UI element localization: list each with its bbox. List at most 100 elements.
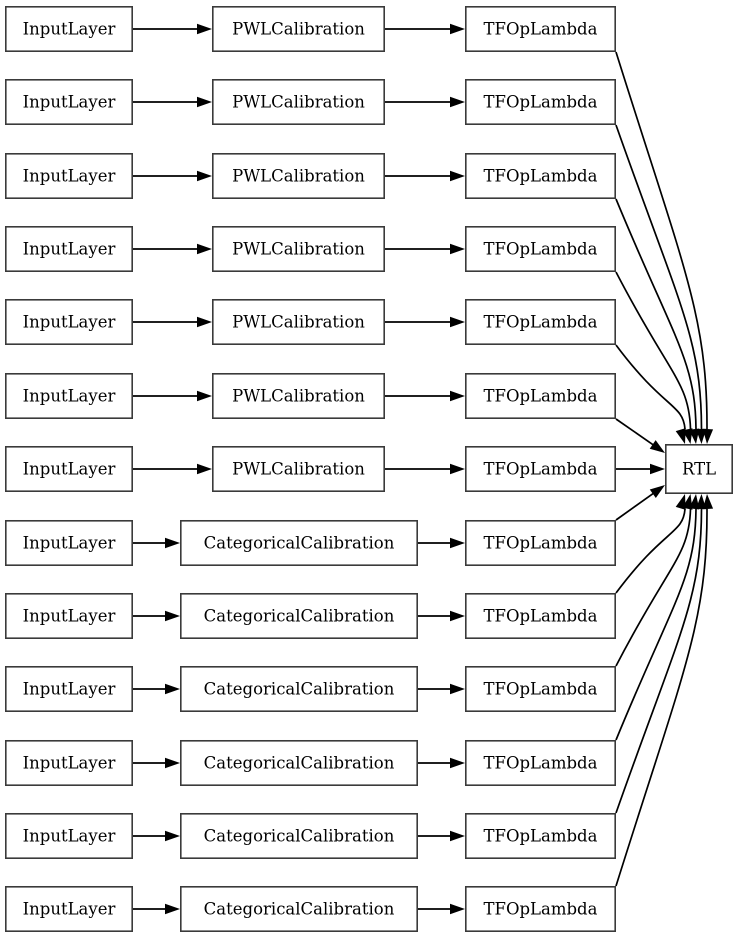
node-input-layer-10[interactable]: InputLayer bbox=[5, 739, 134, 786]
node-input-layer-12[interactable]: InputLayer bbox=[5, 885, 134, 932]
node-calibration-7[interactable]: CategoricalCalibration bbox=[180, 519, 418, 566]
node-tf-op-lambda-1-label: TFOpLambda bbox=[484, 93, 598, 112]
node-tf-op-lambda-7[interactable]: TFOpLambda bbox=[464, 519, 616, 566]
node-tf-op-lambda-11[interactable]: TFOpLambda bbox=[464, 812, 616, 859]
node-tf-op-lambda-2[interactable]: TFOpLambda bbox=[464, 153, 616, 200]
node-input-layer-5[interactable]: InputLayer bbox=[5, 372, 134, 419]
node-tf-op-lambda-1-box[interactable] bbox=[464, 79, 616, 126]
node-tf-op-lambda-10[interactable]: TFOpLambda bbox=[464, 739, 616, 786]
node-tf-op-lambda-2-box[interactable] bbox=[464, 153, 616, 200]
node-input-layer-6-box[interactable] bbox=[5, 445, 134, 492]
node-input-layer-0[interactable]: InputLayer bbox=[5, 6, 134, 53]
node-calibration-3-box[interactable] bbox=[212, 226, 385, 273]
node-calibration-2-box[interactable] bbox=[212, 153, 385, 200]
node-calibration-11[interactable]: CategoricalCalibration bbox=[180, 812, 418, 859]
node-calibration-7-box[interactable] bbox=[180, 519, 418, 566]
node-calibration-0[interactable]: PWLCalibration bbox=[212, 6, 385, 53]
node-input-layer-6[interactable]: InputLayer bbox=[5, 445, 134, 492]
arrowhead-lambda-to-rtl bbox=[689, 494, 700, 510]
node-calibration-7-label: CategoricalCalibration bbox=[204, 534, 395, 553]
node-input-layer-3[interactable]: InputLayer bbox=[5, 226, 134, 273]
node-input-layer-4[interactable]: InputLayer bbox=[5, 298, 134, 345]
node-tf-op-lambda-3[interactable]: TFOpLambda bbox=[464, 226, 616, 273]
arrowhead-calibration-to-lambda bbox=[450, 170, 465, 182]
edge-lambda-to-rtl bbox=[615, 492, 655, 521]
node-tf-op-lambda-1[interactable]: TFOpLambda bbox=[464, 79, 616, 126]
node-tf-op-lambda-9[interactable]: TFOpLambda bbox=[464, 665, 616, 712]
node-input-layer-10-box[interactable] bbox=[5, 739, 134, 786]
node-tf-op-lambda-7-box[interactable] bbox=[464, 519, 616, 566]
node-tf-op-lambda-6-box[interactable] bbox=[464, 445, 616, 492]
node-tf-op-lambda-12-label: TFOpLambda bbox=[484, 900, 598, 919]
node-tf-op-lambda-0[interactable]: TFOpLambda bbox=[464, 6, 616, 53]
node-tf-op-lambda-5-box[interactable] bbox=[464, 372, 616, 419]
node-tf-op-lambda-0-box[interactable] bbox=[464, 6, 616, 53]
node-tf-op-lambda-11-box[interactable] bbox=[464, 812, 616, 859]
arrowhead-lambda-to-rtl bbox=[702, 428, 714, 444]
node-calibration-5-box[interactable] bbox=[212, 372, 385, 419]
node-calibration-9-box[interactable] bbox=[180, 665, 418, 712]
node-calibration-8-box[interactable] bbox=[180, 592, 418, 639]
node-input-layer-2-box[interactable] bbox=[5, 153, 134, 200]
node-input-layer-2[interactable]: InputLayer bbox=[5, 153, 134, 200]
node-tf-op-lambda-12[interactable]: TFOpLambda bbox=[464, 885, 616, 932]
arrowhead-lambda-to-rtl bbox=[695, 494, 707, 510]
node-calibration-5[interactable]: PWLCalibration bbox=[212, 372, 385, 419]
node-input-layer-5-box[interactable] bbox=[5, 372, 134, 419]
node-calibration-10[interactable]: CategoricalCalibration bbox=[180, 739, 418, 786]
node-tf-op-lambda-6[interactable]: TFOpLambda bbox=[464, 445, 616, 492]
node-input-layer-4-box[interactable] bbox=[5, 298, 134, 345]
node-tf-op-lambda-4[interactable]: TFOpLambda bbox=[464, 298, 616, 345]
node-calibration-10-box[interactable] bbox=[180, 739, 418, 786]
node-input-layer-1[interactable]: InputLayer bbox=[5, 79, 134, 126]
node-input-layer-3-box[interactable] bbox=[5, 226, 134, 273]
node-tf-op-lambda-8[interactable]: TFOpLambda bbox=[464, 592, 616, 639]
node-tf-op-lambda-8-box[interactable] bbox=[464, 592, 616, 639]
arrowhead-calibration-to-lambda bbox=[450, 537, 465, 549]
edge-lambda-to-rtl bbox=[615, 51, 708, 430]
arrowhead-lambda-to-rtl bbox=[649, 440, 665, 453]
node-tf-op-lambda-9-box[interactable] bbox=[464, 665, 616, 712]
arrowhead-calibration-to-lambda bbox=[450, 757, 465, 769]
node-input-layer-7-box[interactable] bbox=[5, 519, 134, 566]
arrowhead-lambda-to-rtl bbox=[650, 463, 665, 475]
node-input-layer-11[interactable]: InputLayer bbox=[5, 812, 134, 859]
node-tf-op-lambda-4-box[interactable] bbox=[464, 298, 616, 345]
node-calibration-6-box[interactable] bbox=[212, 445, 385, 492]
node-rtl-output-box[interactable] bbox=[664, 443, 733, 494]
node-tf-op-lambda-10-box[interactable] bbox=[464, 739, 616, 786]
node-calibration-12[interactable]: CategoricalCalibration bbox=[180, 885, 418, 932]
node-tf-op-lambda-3-box[interactable] bbox=[464, 226, 616, 273]
node-calibration-8[interactable]: CategoricalCalibration bbox=[180, 592, 418, 639]
node-calibration-6[interactable]: PWLCalibration bbox=[212, 445, 385, 492]
node-input-layer-8[interactable]: InputLayer bbox=[5, 592, 134, 639]
node-calibration-2[interactable]: PWLCalibration bbox=[212, 153, 385, 200]
node-calibration-11-box[interactable] bbox=[180, 812, 418, 859]
node-calibration-12-box[interactable] bbox=[180, 885, 418, 932]
arrowhead-input-to-calibration bbox=[197, 170, 212, 182]
node-input-layer-9-box[interactable] bbox=[5, 665, 134, 712]
node-input-layer-2-label: InputLayer bbox=[23, 167, 116, 186]
node-calibration-1[interactable]: PWLCalibration bbox=[212, 79, 385, 126]
node-calibration-3[interactable]: PWLCalibration bbox=[212, 226, 385, 273]
node-tf-op-lambda-12-box[interactable] bbox=[464, 885, 616, 932]
node-calibration-3-label: PWLCalibration bbox=[232, 240, 365, 259]
node-input-layer-3-label: InputLayer bbox=[23, 240, 116, 259]
node-calibration-1-box[interactable] bbox=[212, 79, 385, 126]
node-calibration-4-box[interactable] bbox=[212, 298, 385, 345]
node-input-layer-11-box[interactable] bbox=[5, 812, 134, 859]
node-calibration-4[interactable]: PWLCalibration bbox=[212, 298, 385, 345]
node-input-layer-9-label: InputLayer bbox=[23, 680, 116, 699]
node-input-layer-6-label: InputLayer bbox=[23, 460, 116, 479]
node-calibration-0-box[interactable] bbox=[212, 6, 385, 53]
node-rtl-output[interactable]: RTL bbox=[664, 443, 733, 494]
node-input-layer-0-box[interactable] bbox=[5, 6, 134, 53]
node-input-layer-1-box[interactable] bbox=[5, 79, 134, 126]
arrowhead-lambda-to-rtl bbox=[682, 494, 693, 510]
node-input-layer-9[interactable]: InputLayer bbox=[5, 665, 134, 712]
node-input-layer-7[interactable]: InputLayer bbox=[5, 519, 134, 566]
node-calibration-9[interactable]: CategoricalCalibration bbox=[180, 665, 418, 712]
node-input-layer-8-box[interactable] bbox=[5, 592, 134, 639]
node-tf-op-lambda-5[interactable]: TFOpLambda bbox=[464, 372, 616, 419]
node-input-layer-12-box[interactable] bbox=[5, 885, 134, 932]
